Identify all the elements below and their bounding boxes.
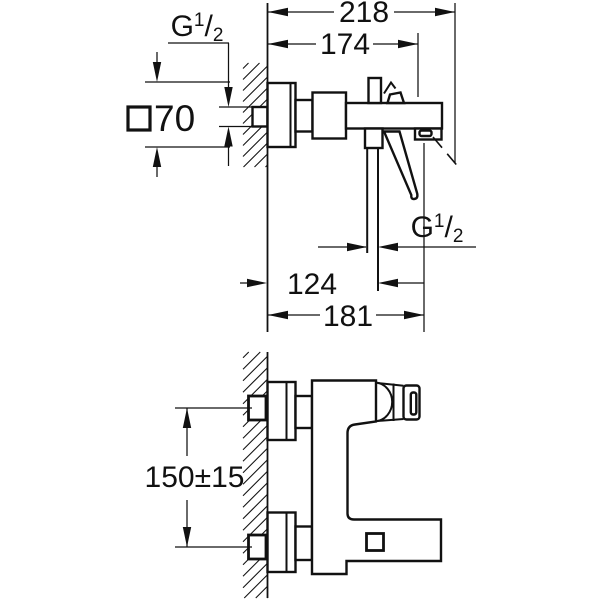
hatch-line [242,482,268,508]
lower-neck [294,525,314,562]
dim-lever-depth-label: 181 [323,300,373,333]
hatch-line [242,505,268,531]
outlet-connector [363,127,384,150]
handle-dome-arc [375,381,394,423]
mixer-plan-geometry [247,379,443,576]
dim-inlet-thread-label: G1/2 [171,10,224,46]
hatch-line [242,62,249,69]
hatch-line [242,424,268,451]
mixer-body-plan [310,379,443,576]
dim-connection-distance-label: 150±15 [145,461,245,494]
hatch-line [255,585,268,599]
hatch-line [242,378,268,405]
dim-escutcheon-square-label: 70 [154,98,195,139]
hatch-line [254,153,268,168]
lower-escutcheon [266,511,297,574]
hatch-line [242,447,268,474]
upper-neck [294,394,314,430]
hatch-line [242,62,260,80]
handle-cone-bottom-edge [377,418,404,422]
hatch-line [243,574,268,599]
hatch-line [242,493,268,520]
plan-view: 150±15 [145,351,443,599]
hatch-line [242,355,268,382]
dim-body-depth-label: 174 [320,28,370,61]
hose-direction-dashes [432,136,459,167]
dim-lever-depth: 181 [268,300,424,333]
hatch-line [242,76,268,102]
dim-escutcheon-square: 70 [126,52,195,177]
dim-overall-depth-label: 218 [339,0,389,29]
dim-outlet-thread: G1/2 [318,211,476,252]
hatch-line [242,351,250,359]
upper-escutcheon [266,380,297,442]
detail-tick [383,80,397,95]
union-nut [311,91,348,140]
hatch-line [242,436,268,462]
wall-hatch-plan [242,351,268,599]
mixer-side-geometry [251,76,459,291]
inlet-nipple [251,105,269,128]
shower-outlet-slot [418,129,433,138]
hatch-line [243,142,268,168]
hatch-line [242,65,268,91]
dim-inlet-thread: G1/2 [168,10,233,166]
dim-outlet-offset: 124 [240,268,424,301]
hatch-line [242,131,268,157]
dim-overall-depth: 218 [268,0,455,29]
spout-aerator-square [365,532,385,552]
hatch-line [242,459,268,485]
lever-handle [382,130,419,201]
dim-outlet-offset-label: 124 [287,268,337,301]
mixer-body [344,101,444,130]
hatch-line [242,470,268,497]
handle-end-slot [409,391,418,416]
dim-body-depth: 174 [268,28,418,61]
top-mount-bump [385,91,406,105]
dim-connection-distance: 150±15 [145,407,252,548]
dim-outlet-thread-label: G1/2 [411,211,464,247]
hatch-line [242,351,261,370]
hatch-line [242,516,268,543]
hatch-line [242,87,268,113]
handle-cone-top-edge [377,382,404,387]
side-view: 218 174 G1/2 70 [126,0,476,333]
hatch-line [242,367,268,393]
connection-neck [294,98,314,133]
diverter-knob [367,76,383,105]
hatch-line [242,562,268,589]
square-symbol-icon [126,105,152,132]
